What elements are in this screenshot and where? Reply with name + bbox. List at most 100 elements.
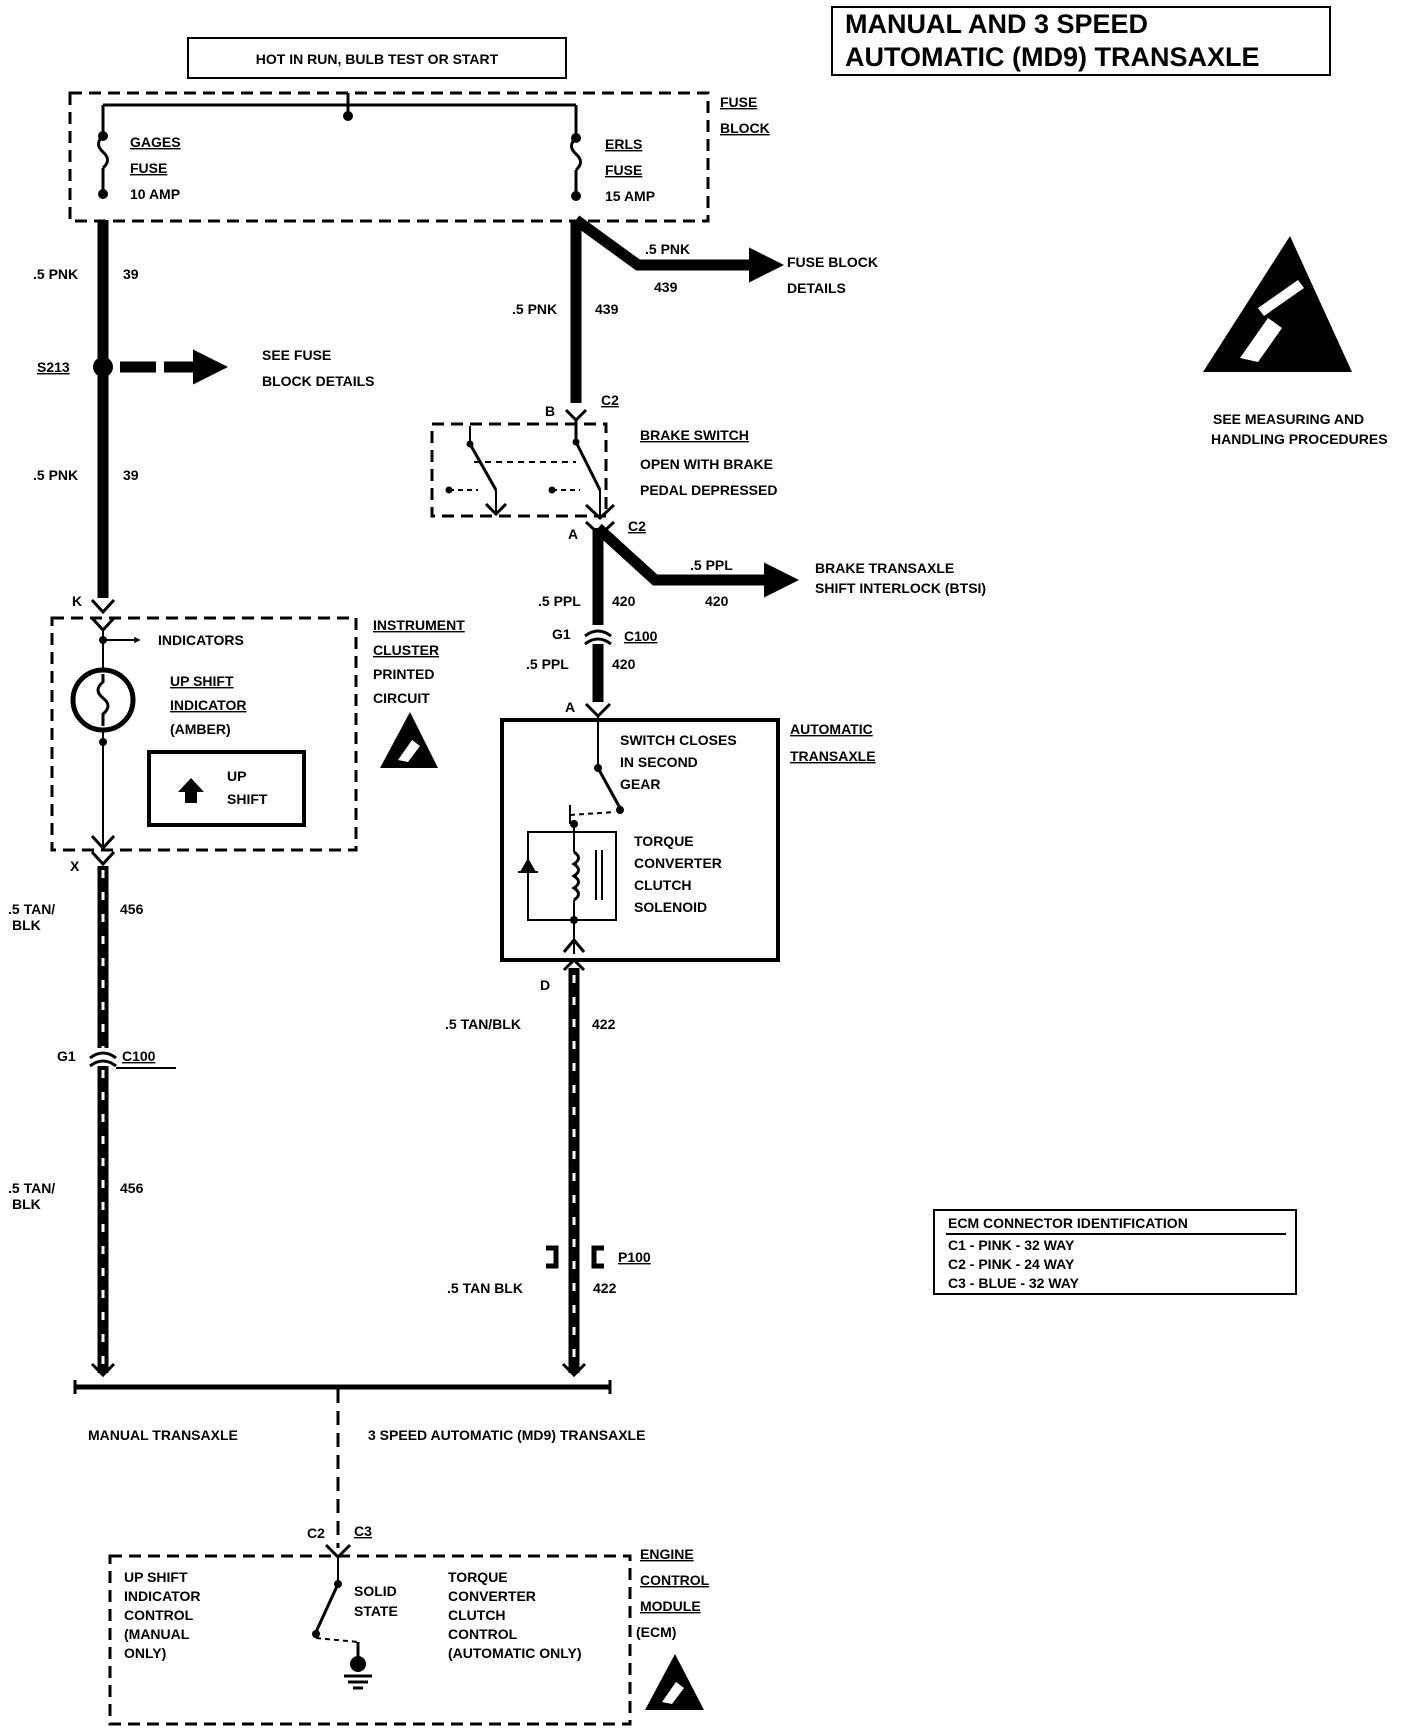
fuse-block-label-2: BLOCK	[720, 120, 770, 136]
ecm-title-2: CONTROL	[640, 1572, 710, 1588]
auto-switch-1: SWITCH CLOSES	[620, 732, 737, 748]
splice-id: S213	[37, 359, 70, 375]
esd-warning-icon-ecm	[645, 1654, 704, 1710]
sol-line-3: CLUTCH	[634, 877, 692, 893]
ecm-table-header: ECM CONNECTOR IDENTIFICATION	[948, 1215, 1188, 1231]
circuit-422-wire: .5 TAN/BLK 422 .5 TAN BLK 422	[445, 968, 617, 1373]
wire-420-circuit-lower: 420	[612, 656, 636, 672]
wire-456-gauge-1a: .5 TAN/	[8, 901, 55, 917]
wire-456-circuit-1: 456	[120, 901, 144, 917]
wire-456-gauge-2b: BLK	[12, 1196, 41, 1212]
connector-c100-right: G1 C100	[552, 626, 658, 646]
fuse-block: FUSE BLOCK GAGES FUSE 10 AMP ERLS FUSE 1…	[68, 91, 770, 223]
wire-420-gauge-lower: .5 PPL	[526, 656, 569, 672]
ecm-mid-2: STATE	[354, 1603, 398, 1619]
ecm-connector-table: ECM CONNECTOR IDENTIFICATION C1 - PINK -…	[933, 1209, 1297, 1295]
btsi-line-2: SHIFT INTERLOCK (BTSI)	[815, 580, 986, 596]
wire-39-gauge-mid: .5 PNK	[33, 467, 78, 483]
title-line-2: AUTOMATIC (MD9) TRANSAXLE	[845, 42, 1259, 72]
ecm-table-row-2: C2 - PINK - 24 WAY	[948, 1256, 1075, 1272]
pin-x: X	[70, 858, 80, 874]
cluster-title-1: INSTRUMENT	[373, 617, 465, 633]
upshift-lamp: UP SHIFT	[147, 750, 306, 827]
wire-39-gauge-top: .5 PNK	[33, 266, 78, 282]
solenoid-coil-icon	[571, 850, 580, 902]
engine-control-module: C2 C3 UP SHIFT INDICATOR CONTROL (MANUAL…	[108, 1523, 710, 1726]
g1-right: G1	[552, 626, 571, 642]
ecm-table-row-1: C1 - PINK - 32 WAY	[948, 1237, 1075, 1253]
ground-icon	[344, 1656, 372, 1690]
sol-line-1: TORQUE	[634, 833, 694, 849]
splice-s213: S213 SEE FUSE BLOCK DETAILS	[37, 347, 375, 389]
cluster-line-4: CIRCUIT	[373, 690, 430, 706]
auto-switch-3: GEAR	[620, 776, 660, 792]
auto-title-2: TRANSAXLE	[790, 748, 876, 764]
p100-label: P100	[618, 1249, 651, 1265]
ecm-left-3: CONTROL	[124, 1607, 194, 1623]
up-arrow-icon	[178, 778, 204, 803]
ecm-right-4: CONTROL	[448, 1626, 518, 1642]
auto-title-1: AUTOMATIC	[790, 721, 873, 737]
power-source-label: HOT IN RUN, BULB TEST OR START	[256, 51, 499, 67]
wire-420-branch-circuit: 420	[705, 593, 729, 609]
cluster-title-2: CLUSTER	[373, 642, 439, 658]
wire-456-circuit-2: 456	[120, 1180, 144, 1196]
wire-456-gauge-2a: .5 TAN/	[8, 1180, 55, 1196]
wire-422-gauge-upper: .5 TAN/BLK	[445, 1016, 521, 1032]
gages-fuse-name: GAGES	[130, 134, 181, 150]
erls-fuse: ERLS FUSE 15 AMP	[570, 105, 655, 204]
automatic-transaxle: A SWITCH CLOSES IN SECOND GEAR TORQUE CO…	[500, 699, 876, 993]
brake-conn-bottom: C2	[628, 518, 646, 534]
upshift-label-2: INDICATOR	[170, 697, 246, 713]
auto-pin-d: D	[540, 977, 550, 993]
indicators-label: INDICATORS	[158, 632, 244, 648]
g1-left: G1	[57, 1048, 76, 1064]
wire-422-gauge-lower: .5 TAN BLK	[447, 1280, 523, 1296]
ecm-right-3: CLUTCH	[448, 1607, 506, 1623]
c100-left: C100	[122, 1048, 156, 1064]
fuse-details-2: DETAILS	[787, 280, 846, 296]
wire-439-gauge: .5 PNK	[512, 301, 557, 317]
diagram-title: MANUAL AND 3 SPEED AUTOMATIC (MD9) TRANS…	[831, 6, 1331, 76]
lamp-label-1: UP	[227, 768, 246, 784]
ecm-mid-1: SOLID	[354, 1583, 397, 1599]
ecm-left-4: (MANUAL	[124, 1626, 190, 1642]
esd-note-1: SEE MEASURING AND	[1213, 411, 1364, 427]
upshift-label-1: UP SHIFT	[170, 673, 234, 689]
pin-k: K	[72, 593, 82, 609]
circuit-39-wire: .5 PNK 39 .5 PNK 39	[33, 220, 139, 598]
gages-fuse-type: FUSE	[130, 160, 167, 176]
circuit-439-wire: .5 PNK 439 .5 PNK 439 FUSE BLOCK DETAILS	[512, 215, 878, 403]
connector-c100-left: G1 C100	[57, 1048, 176, 1069]
instrument-cluster: K INDICATORS UP SHIFT INDICATOR (AMBER) …	[50, 593, 465, 874]
manual-transaxle-label: MANUAL TRANSAXLE	[88, 1427, 238, 1443]
wire-422-circuit-lower: 422	[593, 1280, 617, 1296]
ecm-left-5: ONLY)	[124, 1645, 166, 1661]
erls-fuse-name: ERLS	[605, 136, 642, 152]
wire-420-circuit-upper: 420	[612, 593, 636, 609]
erls-fuse-type: FUSE	[605, 162, 642, 178]
splice-see-1: SEE FUSE	[262, 347, 331, 363]
ecm-right-1: TORQUE	[448, 1569, 508, 1585]
brake-pin-a: A	[568, 526, 578, 542]
btsi-line-1: BRAKE TRANSAXLE	[815, 560, 954, 576]
fuse-block-label-1: FUSE	[720, 94, 757, 110]
esd-note: SEE MEASURING AND HANDLING PROCEDURES	[1203, 236, 1388, 447]
circuit-420-wire: .5 PPL 420 BRAKE TRANSAXLE SHIFT INTERLO…	[526, 523, 986, 702]
sol-line-4: SOLENOID	[634, 899, 707, 915]
lamp-label-2: SHIFT	[227, 791, 268, 807]
automatic-transaxle-label: 3 SPEED AUTOMATIC (MD9) TRANSAXLE	[368, 1427, 645, 1443]
ecm-title-4: (ECM)	[636, 1624, 676, 1640]
brake-switch-title: BRAKE SWITCH	[640, 427, 749, 443]
ecm-right-2: CONVERTER	[448, 1588, 536, 1604]
splice-see-2: BLOCK DETAILS	[262, 373, 375, 389]
fuse-details-1: FUSE BLOCK	[787, 254, 878, 270]
brake-switch: B C2 BRAKE SWITCH OPEN WITH BRAKE PEDAL …	[430, 392, 777, 542]
upshift-bulb-icon	[70, 667, 136, 733]
brake-pin-b: B	[545, 403, 555, 419]
ecm-c3: C3	[354, 1523, 372, 1539]
option-bus: MANUAL TRANSAXLE 3 SPEED AUTOMATIC (MD9)…	[73, 1362, 645, 1548]
ecm-left-2: INDICATOR	[124, 1588, 200, 1604]
ecm-right-5: (AUTOMATIC ONLY)	[448, 1645, 582, 1661]
